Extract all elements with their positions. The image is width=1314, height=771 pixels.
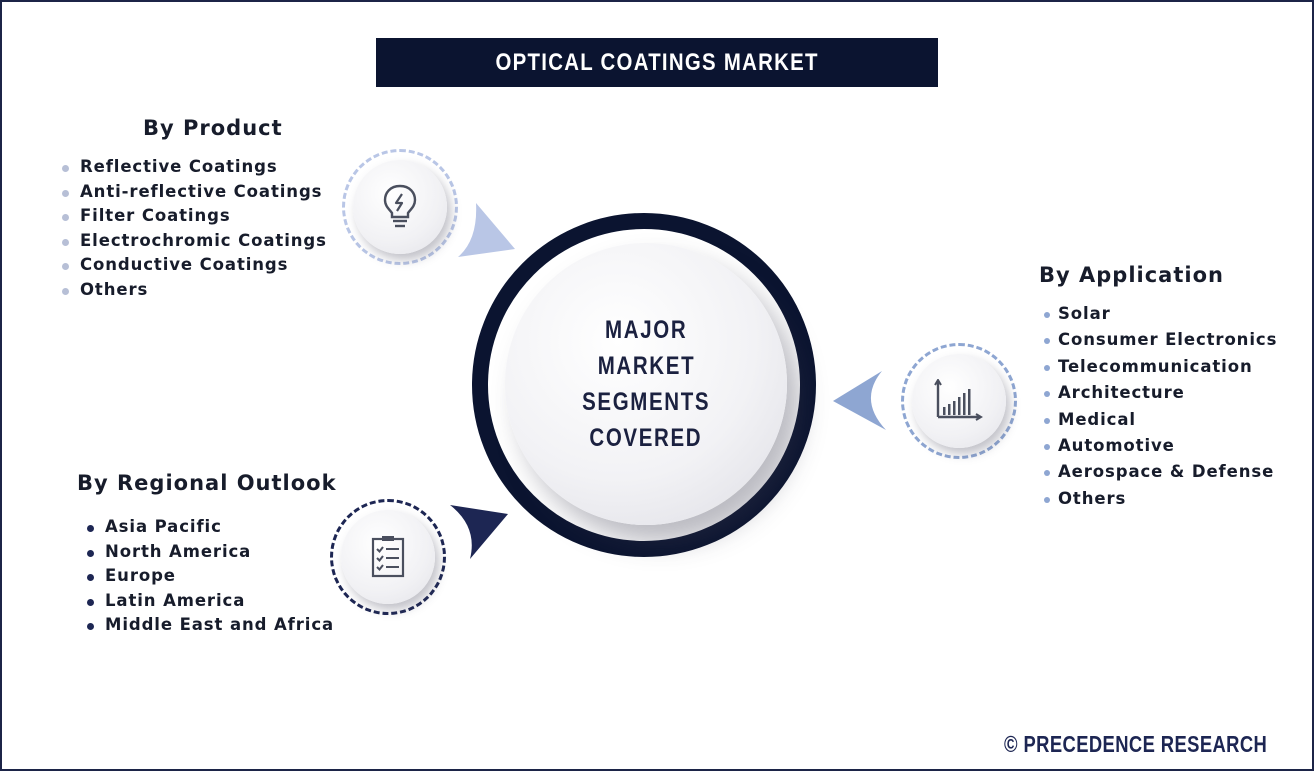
bullet-dot <box>87 574 94 581</box>
list-item: Automotive <box>1044 436 1277 462</box>
bullet-dot <box>62 238 69 246</box>
region-heading: By Regional Outlook <box>77 471 337 495</box>
list-item: Consumer Electronics <box>1044 330 1277 356</box>
bullet-dot <box>62 165 69 172</box>
list-item: Telecommunication <box>1044 357 1277 383</box>
brand-footer: © PRECEDENCE RESEARCH <box>1004 731 1268 757</box>
product-list: Reflective Coatings Anti-reflective Coat… <box>62 157 327 305</box>
list-item: Europe <box>87 566 334 591</box>
bullet-dot <box>87 525 94 532</box>
list-item: Middle East and Africa <box>87 615 334 640</box>
list-item: Electrochromic Coatings <box>62 231 327 256</box>
center-label: MAJOR MARKET SEGMENTS COVERED <box>505 243 787 525</box>
lightbulb-icon <box>383 184 417 228</box>
product-heading: By Product <box>143 116 283 140</box>
bullet-dot <box>1044 496 1050 503</box>
bar-chart-icon <box>934 379 983 421</box>
center-line: SEGMENTS <box>581 388 711 416</box>
list-item: Reflective Coatings <box>62 157 327 182</box>
list-item: Conductive Coatings <box>62 255 327 280</box>
bullet-dot <box>1044 364 1050 371</box>
list-item: Medical <box>1044 410 1277 436</box>
list-item: Asia Pacific <box>87 517 334 542</box>
list-item: Others <box>62 280 327 305</box>
center-disc <box>505 243 787 525</box>
bullet-dot <box>87 598 94 606</box>
center-line: COVERED <box>589 424 703 452</box>
list-item: Solar <box>1044 304 1277 330</box>
page-title-bar: OPTICAL COATINGS MARKET <box>376 38 938 87</box>
application-list: Solar Consumer Electronics Telecommunica… <box>1044 304 1277 515</box>
product-icon-disc <box>353 160 447 254</box>
list-item: Latin America <box>87 591 334 616</box>
list-item: North America <box>87 542 334 567</box>
bullet-dot <box>1044 312 1050 318</box>
region-list: Asia Pacific North America Europe Latin … <box>87 517 334 640</box>
product-icon-ring <box>342 149 458 265</box>
region-arrow <box>450 505 508 559</box>
bullet-dot <box>62 263 69 271</box>
bullet-dot <box>1044 391 1050 398</box>
checklist-icon <box>371 536 405 578</box>
list-item: Architecture <box>1044 383 1277 409</box>
center-line: MAJOR <box>604 316 688 344</box>
product-arrow <box>458 203 515 257</box>
application-heading: By Application <box>1039 263 1224 287</box>
application-arrow <box>833 371 886 430</box>
bullet-dot <box>62 189 69 197</box>
bullet-dot <box>62 214 69 222</box>
center-line: MARKET <box>597 352 695 380</box>
list-item: Others <box>1044 489 1277 515</box>
bullet-dot <box>1044 443 1050 450</box>
application-icon-disc <box>912 354 1006 448</box>
list-item: Filter Coatings <box>62 206 327 231</box>
list-item: Anti-reflective Coatings <box>62 182 327 207</box>
bullet-dot <box>1044 338 1050 345</box>
page-title: OPTICAL COATINGS MARKET <box>495 48 819 76</box>
list-item: Aerospace & Defense <box>1044 462 1277 488</box>
bullet-dot <box>1044 470 1050 477</box>
bullet-dot <box>87 549 94 557</box>
bullet-dot <box>87 623 94 630</box>
bullet-dot <box>62 287 69 295</box>
region-icon-ring <box>330 499 446 615</box>
bullet-dot <box>1044 417 1050 424</box>
region-icon-disc <box>341 510 435 604</box>
application-icon-ring <box>901 343 1017 459</box>
